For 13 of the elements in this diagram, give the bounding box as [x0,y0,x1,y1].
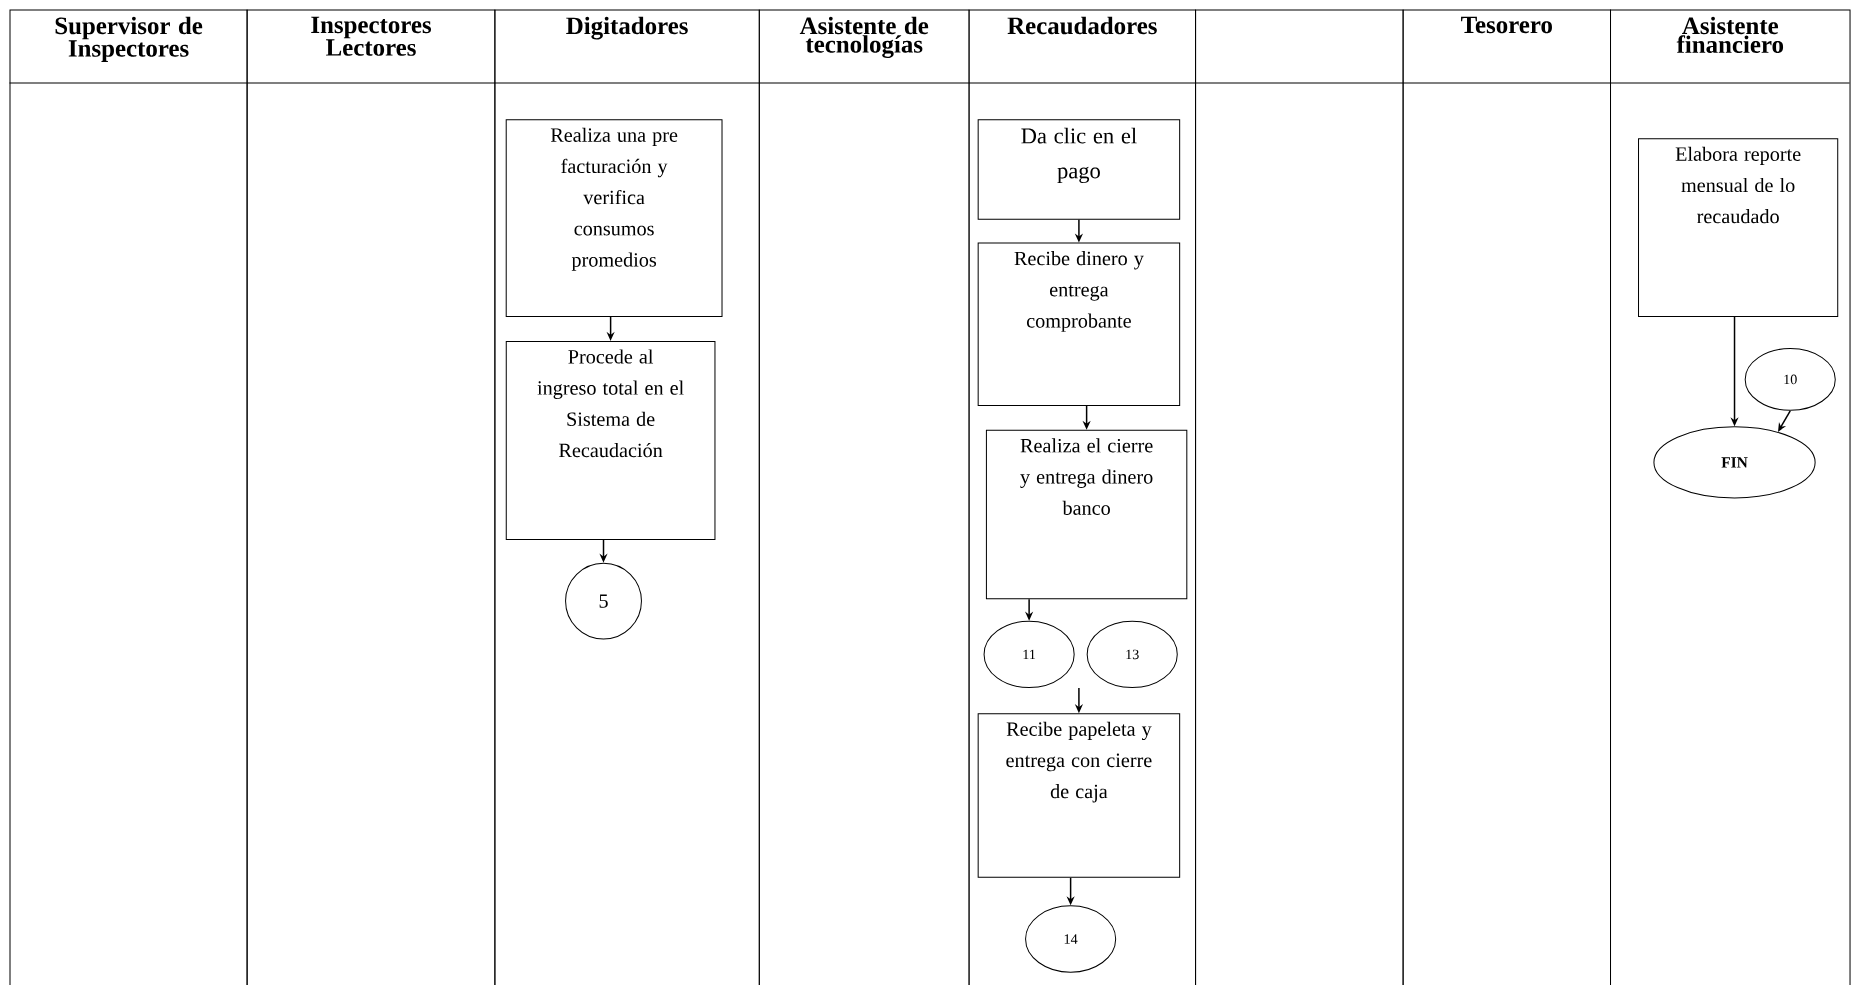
arrow [1778,410,1791,432]
process-box: Realiza una pre facturación y verifica consumos promedios [505,119,723,317]
process-box: Da clic en el pago [977,119,1181,220]
swimlane: Tesorero [1402,9,1611,985]
process-box: Recibe papeleta y entrega con cierre de caja [977,713,1181,878]
swimlane: Supervisor de Inspectores [9,9,248,985]
process-box: Elabora reporte mensual de lo recaudado [1638,138,1839,317]
swimlane: Asistente de tecnologías [758,9,970,985]
process-box: Recibe dinero y entrega comprobante [977,242,1181,406]
process-box: Procede al ingreso total en el Sistema de Recaudación [505,340,716,540]
swimlane: Inspectores Lectores [246,9,496,985]
process-box: Realiza el cierre y entrega dinero banco [985,429,1188,600]
swimlane [1195,9,1404,985]
